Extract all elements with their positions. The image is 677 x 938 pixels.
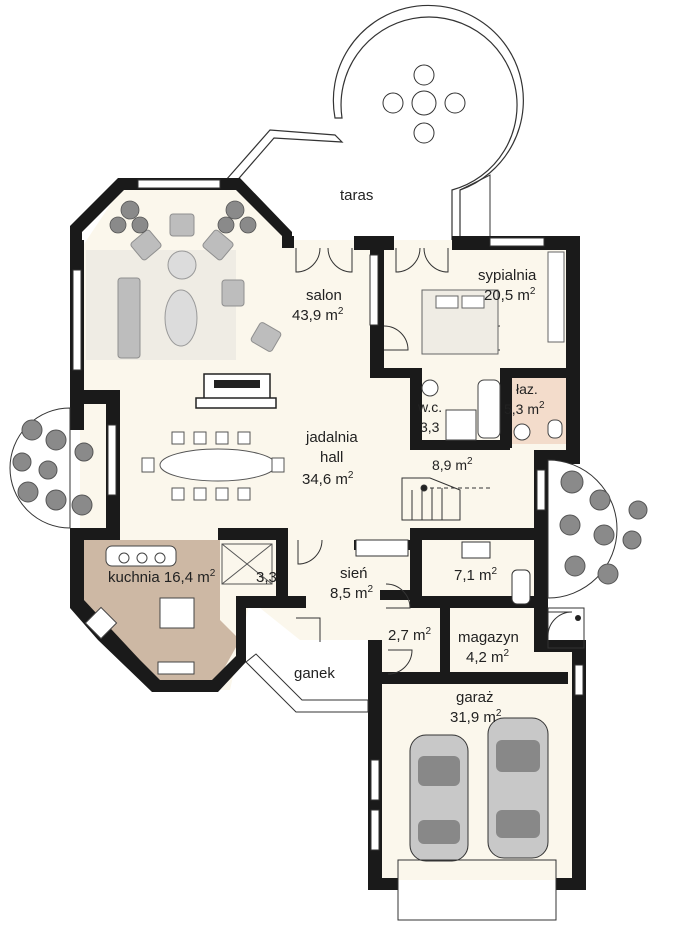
- armchair-icon: [130, 229, 162, 261]
- car-icon: [409, 734, 469, 862]
- label-sypialnia-area: 20,5 m2: [484, 286, 536, 304]
- garage-door: [397, 859, 557, 921]
- label-wc-name: w.c.: [417, 399, 442, 415]
- car-icon: [487, 717, 549, 859]
- room-labels: taras salon 43,9 m2 sypialnia 20,5 m2 ła…: [108, 187, 545, 726]
- terrace: [225, 4, 524, 241]
- bathtub-icon: [477, 379, 501, 439]
- label-taras: taras: [340, 187, 373, 204]
- label-ganek: ganek: [294, 665, 335, 682]
- bathroom-fixtures: [421, 379, 563, 441]
- label-sypialnia-name: sypialnia: [478, 267, 537, 284]
- label-sien-area: 8,5 m2: [330, 584, 374, 602]
- windows: [72, 179, 584, 851]
- porch: [245, 653, 369, 713]
- label-magazyn-name: magazyn: [458, 629, 519, 646]
- armchair-icon: [250, 322, 282, 352]
- armchair-icon: [202, 229, 234, 261]
- label-salon-name: salon: [306, 287, 342, 304]
- label-laz-name: łaz.: [516, 381, 538, 397]
- label-jadalnia-area: 34,6 m2: [302, 470, 354, 488]
- garden-right: [547, 459, 648, 599]
- bed-icon: [421, 289, 499, 355]
- label-sien-name: sień: [340, 565, 368, 582]
- sink-icon: [513, 423, 531, 441]
- label-magazyn-area: 4,2 m2: [466, 648, 510, 666]
- plant-icon: [109, 200, 257, 234]
- garden-left: [9, 407, 94, 529]
- living-furniture: [86, 200, 282, 409]
- label-spizarnia-area: 3,3: [256, 569, 277, 586]
- fireplace-icon: [195, 373, 277, 409]
- label-kot-area: 2,7 m2: [388, 626, 432, 644]
- kitchen-island-icon: [159, 597, 195, 629]
- doors: [295, 247, 573, 675]
- armchair-icon: [221, 279, 245, 307]
- label-garaz-area: 31,9 m2: [450, 708, 502, 726]
- rug-round-icon: [167, 250, 197, 280]
- stairs-icon: [401, 477, 490, 521]
- bedroom-furniture: [421, 251, 565, 355]
- kitchen-fixtures: [84, 543, 273, 675]
- label-laz-area: 5,3 m2: [504, 400, 545, 417]
- wc-toilet-icon: [421, 379, 439, 397]
- label-garaz-name: garaż: [456, 689, 494, 706]
- label-jadalnia-name: jadalnia: [305, 429, 358, 446]
- dining-table-icon: [141, 431, 285, 501]
- label-hall-name: hall: [320, 449, 343, 466]
- sofa-icon: [117, 277, 141, 359]
- label-wc-area: 3,3: [420, 419, 440, 435]
- coffee-table-icon: [164, 289, 198, 347]
- terrace-table-icon: [382, 64, 466, 144]
- label-kuchnia: kuchnia 16,4 m2: [108, 568, 216, 586]
- label-stair-area: 8,9 m2: [432, 456, 473, 473]
- armchair-icon: [169, 213, 195, 237]
- label-salon-area: 43,9 m2: [292, 306, 344, 324]
- label-pom-area: 7,1 m2: [454, 566, 498, 584]
